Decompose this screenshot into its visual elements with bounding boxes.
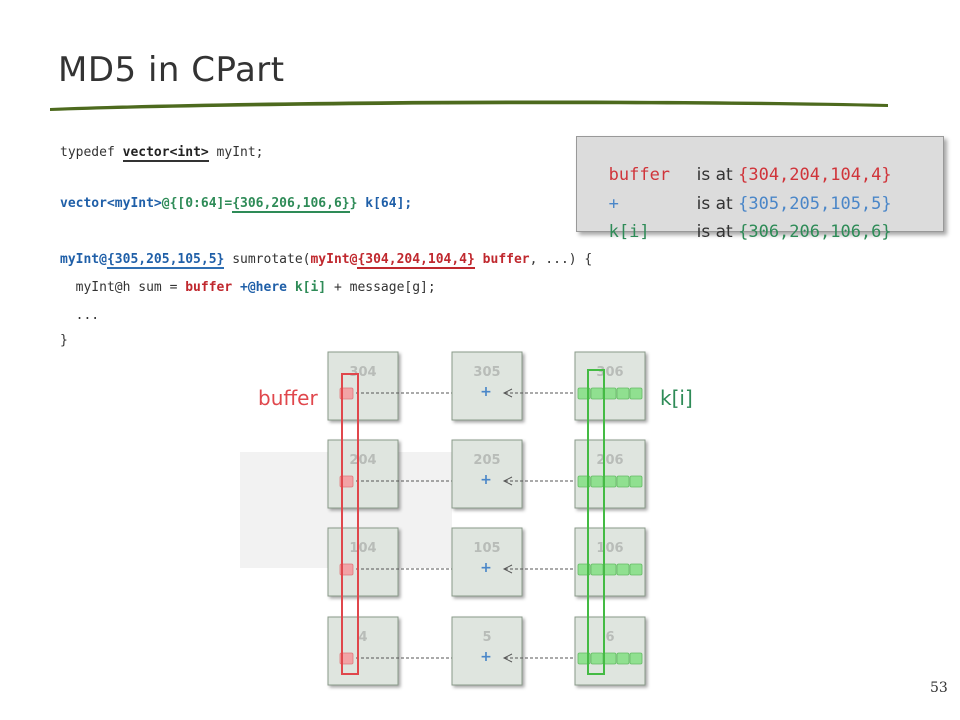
k-cell [590, 563, 604, 576]
k-cell [590, 387, 604, 400]
buffer-highlight [341, 373, 359, 675]
processor-node [451, 616, 523, 686]
processor-node [574, 351, 646, 421]
arrowhead [502, 653, 513, 663]
processor-node [327, 616, 399, 686]
k-cell [603, 652, 617, 665]
k-cell [590, 652, 604, 665]
k-cell [616, 387, 630, 400]
buffer-cell [339, 652, 354, 665]
k-cell [590, 475, 604, 488]
processor-node [451, 527, 523, 597]
callout-row-ki: k[i]is at {306,206,106,6} [608, 222, 892, 242]
k-cell [616, 475, 630, 488]
ki-label: k[i] [660, 386, 693, 410]
k-cell [616, 563, 630, 576]
k-cell [616, 652, 630, 665]
node-label: 104 [349, 541, 376, 556]
code-line-2: vector<myInt>@{[0:64]={306,206,106,6}} k… [60, 196, 413, 213]
k-cell [603, 563, 617, 576]
processor-node [574, 527, 646, 597]
slide-title: MD5 in CPart [58, 50, 285, 90]
arrowhead [502, 564, 513, 574]
k-cell [629, 563, 643, 576]
node-label: 4 [358, 630, 367, 645]
code-line-3: myInt@{305,205,105,5} sumrotate(myInt@{3… [60, 252, 593, 269]
node-label: 105 [473, 541, 500, 556]
k-cell [629, 387, 643, 400]
node-label: 6 [605, 630, 614, 645]
processor-node [451, 439, 523, 509]
processor-node [327, 351, 399, 421]
code-line-6: } [60, 333, 68, 348]
buffer-cell [339, 475, 354, 488]
ki-highlight [587, 369, 605, 675]
callout-row-plus: +is at {305,205,105,5} [608, 194, 892, 214]
plus-op: + [480, 384, 492, 400]
title-underline [50, 100, 888, 111]
processor-node [327, 527, 399, 597]
code-line-5: ... [60, 308, 100, 323]
k-cell [603, 387, 617, 400]
processor-node [327, 439, 399, 509]
buffer-cell [339, 387, 354, 400]
processor-node [451, 351, 523, 421]
arrowhead [502, 388, 513, 398]
node-label: 205 [473, 453, 500, 468]
code-line-4: myInt@h sum = buffer +@here k[i] + messa… [60, 280, 436, 295]
k-cell [629, 652, 643, 665]
processor-node [574, 439, 646, 509]
plus-op: + [480, 472, 492, 488]
processor-node [574, 616, 646, 686]
plus-op: + [480, 649, 492, 665]
code-line-1: typedef vector<int> myInt; [60, 145, 264, 162]
node-label: 305 [473, 365, 500, 380]
plus-op: + [480, 560, 492, 576]
node-label: 5 [482, 630, 491, 645]
buffer-label: buffer [258, 386, 318, 410]
k-cell [603, 475, 617, 488]
arrowhead [502, 476, 513, 486]
node-label: 206 [596, 453, 623, 468]
node-label: 204 [349, 453, 376, 468]
node-label: 106 [596, 541, 623, 556]
page-number: 53 [930, 680, 948, 696]
buffer-cell [339, 563, 354, 576]
k-cell [629, 475, 643, 488]
node-label: 306 [596, 365, 623, 380]
node-label: 304 [349, 365, 376, 380]
